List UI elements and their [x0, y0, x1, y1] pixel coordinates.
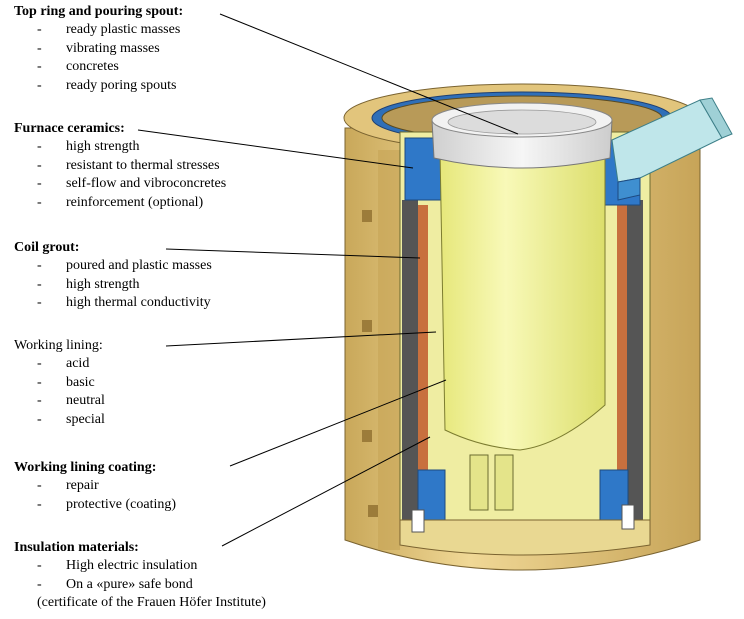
- list-item: - protective (coating): [14, 496, 176, 515]
- list-item: - ready plastic masses: [14, 21, 183, 40]
- list-item: - special: [14, 411, 105, 430]
- item-text: self-flow and vibroconcretes: [66, 176, 227, 191]
- bullet-dash: -: [37, 374, 42, 390]
- item-text: high thermal conductivity: [66, 295, 211, 310]
- item-text: ready plastic masses: [66, 22, 181, 37]
- list-item: - neutral: [14, 392, 105, 411]
- item-text: high strength: [66, 276, 140, 292]
- item-text: concretes: [66, 59, 119, 74]
- list-item: - high thermal conductivity: [14, 294, 212, 313]
- item-text: special: [66, 411, 105, 427]
- section-furnace-ceramics: Furnace ceramics: - high strength - resist…: [14, 120, 226, 212]
- section-top-ring: Top ring and pouring spout: - ready plast…: [14, 3, 183, 95]
- list-item: - ready poring spouts: [14, 77, 183, 96]
- certificate-note: (certificate of the Frauen Höfer Institu…: [37, 595, 266, 610]
- item-text: ready poring spouts: [66, 77, 177, 93]
- bullet-dash: -: [37, 576, 42, 592]
- crucible: [431, 102, 613, 451]
- list-item: - acid: [14, 355, 105, 374]
- item-text: basic: [66, 374, 95, 390]
- coil-right: [617, 205, 627, 525]
- bullet-dash: -: [37, 258, 42, 273]
- bullet-dash: -: [37, 411, 42, 427]
- insulation-layer-left: [402, 200, 418, 530]
- bullet-dash: -: [37, 496, 42, 512]
- item-text: reinforcement (optional): [66, 194, 204, 210]
- list-item: - High electric insulation: [14, 557, 266, 576]
- section-working-lining: Working lining: - acid - basic - neutral - s…: [14, 337, 105, 429]
- item-text: On a «pure» safe bond: [66, 576, 193, 592]
- bullet-dash: -: [37, 139, 42, 154]
- pouring-spout: [611, 97, 733, 201]
- list-item: - resistant to thermal stresses: [14, 157, 226, 176]
- section-items: - repair - protective (coating): [14, 477, 176, 514]
- section-heading: Working lining:: [14, 338, 103, 353]
- bullet-dash: -: [37, 478, 42, 493]
- item-text: resistant to thermal stresses: [66, 157, 220, 173]
- section-lining-coating: Working lining coating: - repair - protect…: [14, 459, 176, 514]
- item-text: acid: [66, 356, 90, 371]
- section-items: - High electric insulation - On a «pure» s…: [14, 557, 266, 594]
- item-text: vibrating masses: [66, 40, 160, 56]
- bullet-dash: -: [37, 295, 42, 310]
- section-heading: Working lining coating:: [14, 460, 157, 475]
- section-items: - high strength - resistant to thermal str…: [14, 138, 226, 212]
- bullet-dash: -: [37, 77, 42, 93]
- item-text: poured and plastic masses: [66, 258, 212, 273]
- section-insulation: Insulation materials: - High electric ins…: [14, 539, 266, 612]
- list-item: - poured and plastic masses: [14, 257, 212, 276]
- item-text: high strength: [66, 139, 140, 154]
- list-item: - reinforcement (optional): [14, 194, 226, 213]
- list-item: - high strength: [14, 276, 212, 295]
- section-heading: Insulation materials:: [14, 540, 139, 555]
- bullet-dash: -: [37, 393, 42, 408]
- bullet-dash: -: [37, 356, 42, 371]
- item-text: High electric insulation: [66, 558, 198, 573]
- list-item: - vibrating masses: [14, 40, 183, 59]
- section-heading: Furnace ceramics:: [14, 121, 125, 136]
- coil-left: [418, 205, 428, 525]
- bullet-dash: -: [37, 176, 42, 191]
- section-heading: Coil grout:: [14, 240, 80, 255]
- list-item: - self-flow and vibroconcretes: [14, 175, 226, 194]
- list-item: - concretes: [14, 58, 183, 77]
- section-items: - acid - basic - neutral - special: [14, 355, 105, 429]
- bullet-dash: -: [37, 157, 42, 173]
- list-item: - repair: [14, 477, 176, 496]
- bullet-dash: -: [37, 194, 42, 210]
- insulation-layer-right: [625, 200, 643, 530]
- bullet-dash: -: [37, 276, 42, 292]
- bullet-dash: -: [37, 558, 42, 573]
- section-heading: Top ring and pouring spout:: [14, 4, 184, 19]
- item-text: neutral: [66, 393, 105, 408]
- section-items: - poured and plastic masses - high strengt…: [14, 257, 212, 313]
- section-items: -ready plastic masses -vibrating masses …: [14, 21, 183, 95]
- section-coil-grout: Coil grout: - poured and plastic masses -…: [14, 239, 212, 313]
- list-item: - basic: [14, 374, 105, 393]
- bullet-dash: -: [37, 40, 42, 56]
- item-text: repair: [66, 478, 99, 493]
- list-item: - high strength: [14, 138, 226, 157]
- bullet-dash: -: [37, 59, 42, 74]
- item-text: protective (coating): [66, 496, 177, 512]
- list-item: - On a «pure» safe bond: [14, 576, 266, 595]
- bullet-dash: -: [37, 22, 42, 37]
